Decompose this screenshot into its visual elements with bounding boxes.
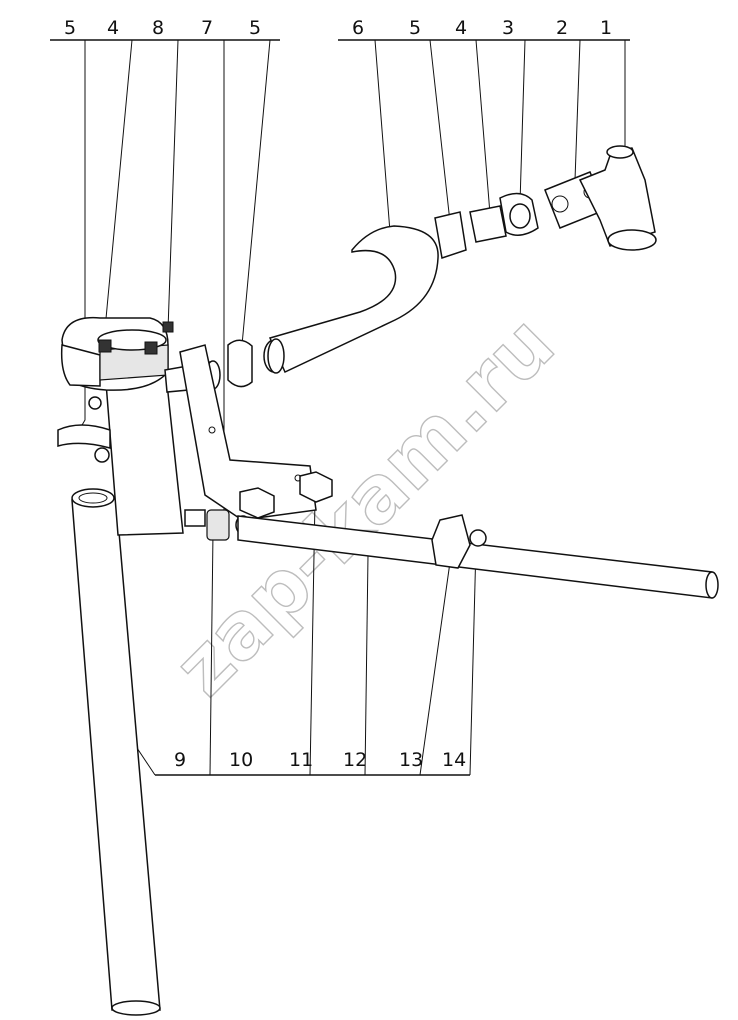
elbow-part-1: [578, 145, 657, 251]
tube-part-12: [237, 515, 719, 599]
hose-part-6: [267, 225, 439, 374]
bolts-part-11: [239, 471, 333, 519]
callout-top-7: 7: [201, 17, 213, 39]
watermark-text: zap-kam.ru: [158, 299, 572, 713]
callout-top-3: 3: [502, 17, 514, 39]
clip-parts-13-14: [431, 514, 487, 569]
callout-top-1: 1: [600, 17, 612, 39]
callout-top-4b: 4: [455, 17, 467, 39]
callout-bottom-13: 13: [399, 749, 423, 771]
callout-top-5a: 5: [64, 17, 76, 39]
callout-top-5b: 5: [249, 17, 261, 39]
callout-bottom-9: 9: [174, 749, 186, 771]
callout-top-5c: 5: [409, 17, 421, 39]
callout-top-6: 6: [352, 17, 364, 39]
callout-top-4a: 4: [107, 17, 119, 39]
tube-part-9: [71, 488, 161, 1016]
callout-bottom-11: 11: [289, 749, 313, 771]
callout-top-8: 8: [152, 17, 164, 39]
callout-bottom-10: 10: [229, 749, 253, 771]
top-callout-row: 5 4 8 7 5 6 5 4 3 2 1: [50, 17, 630, 41]
callout-bottom-12: 12: [343, 749, 367, 771]
callout-top-2: 2: [556, 17, 568, 39]
callout-bottom-14: 14: [442, 749, 466, 771]
bottom-callout-row: 9 10 11 12 13 14: [155, 749, 470, 776]
fittings-parts-3-4-5: [434, 192, 539, 259]
vertical-housing: [57, 316, 221, 536]
